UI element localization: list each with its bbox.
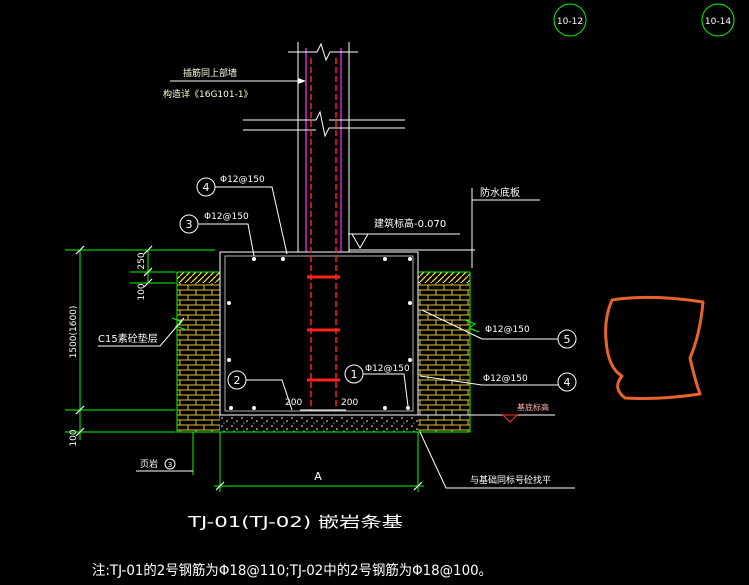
dim-100-top: 100: [137, 283, 147, 300]
callout-number: 3: [186, 218, 193, 231]
callout-4-right: 4 Φ12@150: [419, 372, 577, 392]
cushion-cap-left: [177, 272, 220, 283]
rock-ref-circle-icon: [164, 458, 176, 470]
brick-wall-right: [418, 283, 470, 432]
dowel-note: 插筋同上部墙: [183, 67, 237, 79]
break-line-middle: [243, 110, 405, 138]
dim-tick: [215, 481, 225, 491]
foundation-beam: [219, 58, 419, 416]
cushion-label: C15素砼垫层: [98, 332, 158, 345]
break-mark-right: [464, 319, 480, 333]
rebar-dots: [227, 257, 412, 410]
leader-line: [419, 375, 558, 386]
cushion-cap-right: [418, 272, 470, 283]
dim-250: 250: [137, 252, 147, 269]
waterproof-label: 防水底板: [480, 186, 520, 199]
leveling-leader: 与基础同标号砼找平: [419, 431, 575, 489]
callout-number: 5: [564, 333, 571, 346]
base-elevation-triangle-icon: [501, 414, 519, 423]
callout-number: 4: [564, 376, 571, 389]
rebar-spec: Φ12@150: [220, 175, 265, 185]
spacing-left: 200: [285, 398, 302, 408]
leader-line: [98, 317, 185, 347]
callout-3: 3 Φ12@150: [179, 212, 255, 257]
dimension-vertical: 250 100 1500(1600) 100: [65, 245, 215, 447]
callout-2: 2: [227, 370, 293, 411]
leader-line: [363, 373, 409, 407]
callout-4-top: 4 Φ12@150: [196, 175, 288, 255]
brick-wall-left: [177, 283, 220, 432]
grid-ref-label: 10-14: [705, 17, 731, 27]
detail-title: TJ-01(TJ-02) 嵌岩条基: [187, 513, 403, 531]
elevation-marker: 建筑标高-0.070: [348, 217, 475, 251]
foundation-outline: [219, 251, 419, 416]
callout-number: 4: [203, 181, 210, 194]
outline-boundary: [176, 272, 471, 433]
grid-circle-icon: [553, 3, 587, 37]
upper-wall: [243, 42, 405, 252]
dim-width: A: [314, 470, 322, 483]
dim-tick: [413, 481, 423, 491]
break-line-top: [288, 42, 358, 62]
stirrup-outline: [224, 255, 414, 412]
dim-ticks: [75, 245, 153, 437]
detail-note: 注:TJ-01的2号钢筋为Φ18@110;TJ-02中的2号钢筋为Φ18@100…: [92, 562, 492, 579]
grid-circle-icon: [701, 3, 735, 37]
rock-leader: 页岩 3: [136, 432, 194, 475]
arrow-icon: [298, 78, 306, 84]
base-elevation-label: 基底标高: [517, 402, 549, 412]
callout-1: 1 Φ12@150: [344, 364, 410, 407]
rock-ref: 3: [168, 461, 172, 469]
leader-line: [246, 379, 293, 411]
bar-ties: [307, 275, 340, 382]
grid-ref-label: 10-12: [557, 17, 583, 27]
callout-circle-icon: [557, 372, 577, 392]
dimension-horizontal: A: [214, 432, 424, 492]
leader-line: [421, 309, 558, 340]
waterproof-leader: 防水底板: [471, 186, 540, 268]
dim-1500: 1500(1600): [69, 306, 79, 359]
elevation-triangle-icon: [351, 233, 369, 250]
dowel-leader: 插筋同上部墙 构造详《16G101-1》: [163, 67, 306, 100]
cushion-leader: C15素砼垫层: [98, 317, 185, 347]
callout-number: 2: [234, 374, 241, 387]
grid-ref-10-14: 10-14: [701, 3, 735, 37]
leveling-label: 与基础同标号砼找平: [470, 474, 551, 486]
leader-line: [215, 186, 288, 255]
rebar-spec: Φ12@150: [483, 374, 528, 384]
leader-line: [419, 431, 575, 489]
grid-ref-10-12: 10-12: [553, 3, 587, 37]
freehand-markup[interactable]: [604, 295, 705, 400]
base-elevation-marker: 基底标高: [418, 402, 555, 423]
dowel-reference: 构造详《16G101-1》: [163, 88, 253, 100]
elevation-label: 建筑标高-0.070: [374, 217, 446, 230]
rebar-spec: Φ12@150: [204, 212, 249, 222]
rock-label: 页岩: [140, 458, 158, 470]
rebar-spec: Φ12@150: [365, 364, 410, 374]
leveling-layer: [220, 415, 418, 432]
leader-line: [198, 223, 255, 257]
dim-100-bottom: 100: [69, 429, 79, 446]
rebar-spec: Φ12@150: [485, 325, 530, 335]
spacing-right: 200: [341, 398, 358, 408]
callout-5: 5 Φ12@150: [421, 309, 577, 349]
callout-number: 1: [351, 368, 358, 381]
brick-walls: [171, 271, 480, 433]
